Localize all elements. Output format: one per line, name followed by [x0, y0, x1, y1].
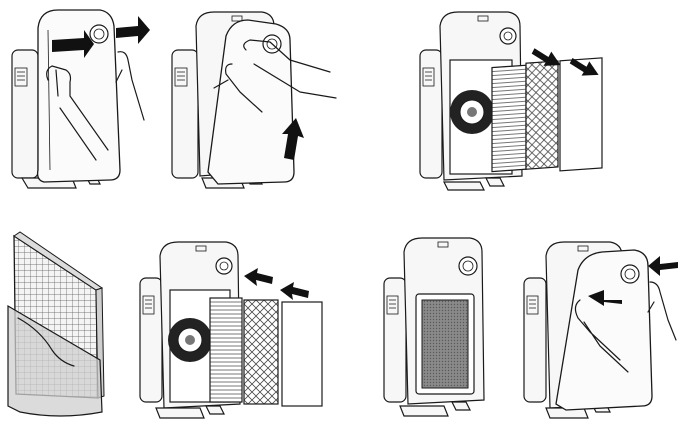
arrow-right-icon — [531, 48, 561, 66]
step-2-lift-front-panel — [171, 11, 337, 189]
arrow-left-icon — [648, 256, 678, 276]
front-panel — [555, 249, 653, 411]
hand-icon — [574, 299, 629, 373]
step-1-remove-front-panel — [11, 9, 150, 189]
hepa-filter — [491, 64, 527, 173]
control-dial — [89, 24, 109, 44]
pre-filter — [559, 57, 603, 172]
arrow-right-icon — [569, 57, 599, 76]
hand-icon — [213, 63, 263, 113]
step-4-filter-bag — [7, 231, 105, 417]
hand-icon — [46, 65, 109, 161]
hand-icon — [243, 39, 337, 99]
carbon-filter — [243, 299, 279, 405]
hepa-filter — [209, 297, 243, 403]
installed-filter — [421, 299, 469, 389]
hand-icon — [647, 281, 677, 341]
step-3-pull-out-filters — [419, 11, 603, 191]
arrow-left-icon — [588, 290, 622, 306]
control-dial — [620, 264, 640, 284]
arrow-up-icon — [282, 118, 304, 160]
arrow-left-icon — [280, 282, 309, 300]
hand-icon — [115, 51, 145, 121]
step-7-reattach-front-panel — [523, 241, 678, 419]
plastic-bag — [7, 304, 103, 417]
carbon-filter — [525, 60, 559, 170]
fan-icon — [450, 90, 494, 134]
pre-filter — [281, 301, 323, 407]
front-panel — [36, 9, 121, 183]
step-5-insert-filters — [139, 241, 323, 419]
step-6-filters-installed — [383, 237, 485, 417]
arrow-right-icon — [52, 30, 94, 58]
arrow-left-icon — [244, 268, 273, 286]
arrow-right-icon — [116, 16, 150, 44]
fan-icon — [168, 318, 212, 362]
